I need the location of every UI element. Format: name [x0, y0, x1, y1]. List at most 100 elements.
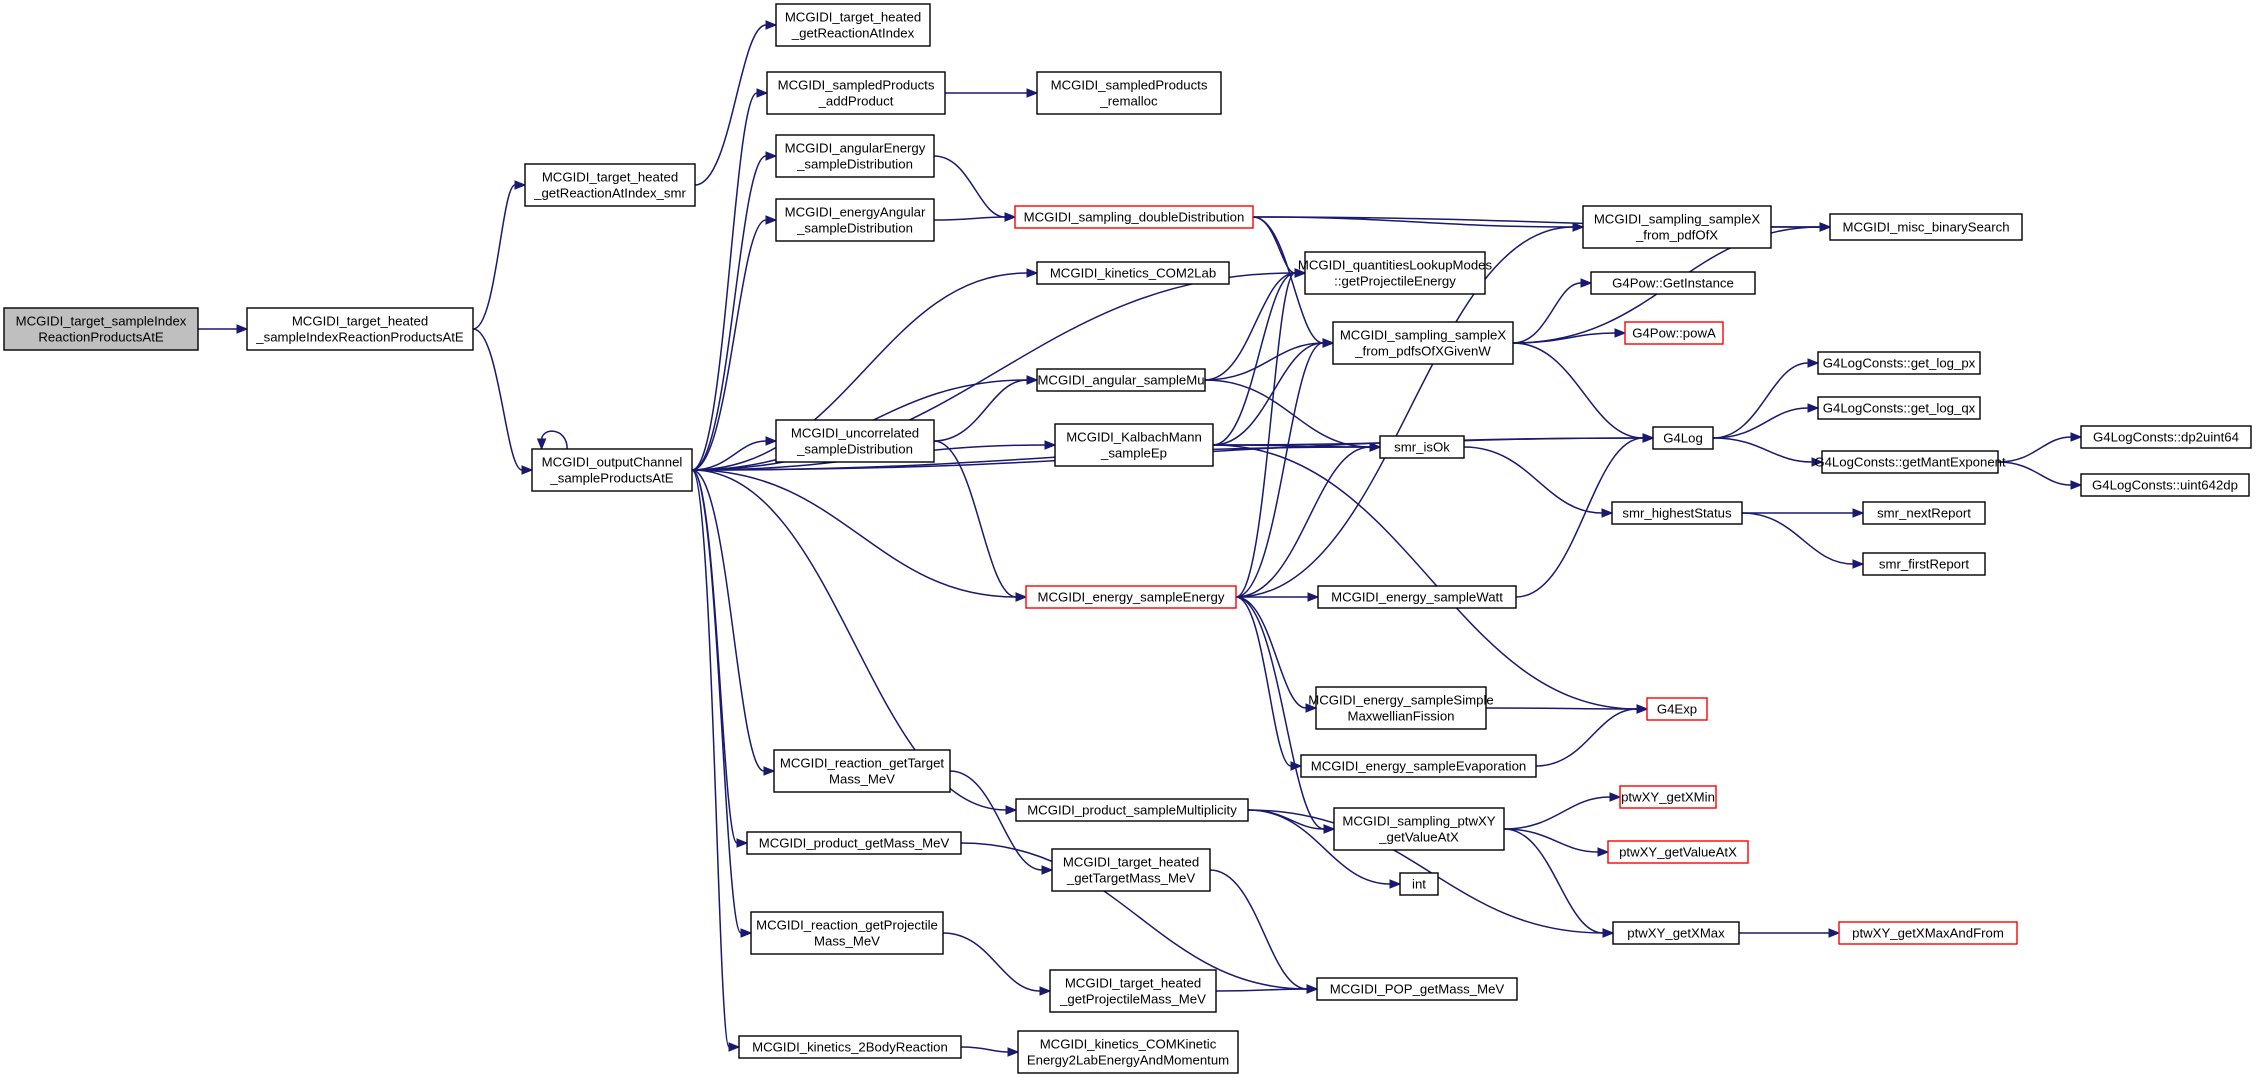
node-km[interactable]: MCGIDI_KalbachMann_sampleEp: [1054, 423, 1214, 467]
node-label-line: ptwXY_getXMaxAndFrom: [1852, 926, 2004, 941]
node-g4exp[interactable]: G4Exp: [1646, 697, 1708, 721]
node-oc[interactable]: MCGIDI_outputChannel_sampleProductsAtE: [531, 448, 693, 492]
node-sdd[interactable]: MCGIDI_sampling_doubleDistribution: [1014, 205, 1254, 229]
node-th-smr[interactable]: MCGIDI_target_heated_getReactionAtIndex_…: [524, 163, 696, 207]
node-label-line: MCGIDI_uncorrelated: [791, 426, 919, 441]
node-label-line: MCGIDI_product_sampleMultiplicity: [1027, 803, 1237, 818]
node-th-sample[interactable]: MCGIDI_target_heated_sampleIndexReaction…: [246, 307, 474, 351]
edge-xmax-to-xmaxf: [1739, 928, 1841, 938]
node-label-line: G4Log: [1663, 431, 1703, 446]
node-p-mass[interactable]: MCGIDI_product_getMass_MeV: [746, 831, 962, 855]
edge-smr-hs-to-smr-fr: [1741, 512, 1865, 569]
edge-oc-to-ea: [691, 215, 778, 471]
node-unc[interactable]: MCGIDI_uncorrelated_sampleDistribution: [775, 419, 935, 463]
node-label-line: _getTargetMass_MeV: [1066, 871, 1195, 886]
node-label-line: MCGIDI_quantitiesLookupModes: [1298, 258, 1493, 273]
node-label-line: _addProduct: [818, 94, 894, 109]
node-ae[interactable]: MCGIDI_angularEnergy_sampleDistribution: [775, 134, 935, 178]
node-ea[interactable]: MCGIDI_energyAngular_sampleDistribution: [775, 198, 935, 242]
node-en-evap[interactable]: MCGIDI_energy_sampleEvaporation: [1300, 754, 1537, 778]
node-root[interactable]: MCGIDI_target_sampleIndexReactionProduct…: [3, 307, 199, 351]
node-label-line: _getProjectileMass_MeV: [1059, 992, 1206, 1007]
node-label-line: MaxwellianFission: [1347, 709, 1454, 724]
node-g4pow-powa[interactable]: G4Pow::powA: [1624, 321, 1724, 345]
node-label-line: G4LogConsts::get_log_qx: [1823, 401, 1976, 416]
node-label-line: _from_pdfsOfXGivenW: [1354, 344, 1491, 359]
node-sp-add[interactable]: MCGIDI_sampledProducts_addProduct: [766, 71, 946, 115]
node-sp-realloc[interactable]: MCGIDI_sampledProducts_remalloc: [1036, 71, 1222, 115]
node-smr-hs[interactable]: smr_highestStatus: [1611, 501, 1743, 525]
node-r-tm[interactable]: MCGIDI_reaction_getTargetMass_MeV: [773, 749, 951, 793]
edge-smr-isok-to-smr-hs: [1463, 446, 1614, 518]
node-vax[interactable]: ptwXY_getValueAtX: [1607, 840, 1749, 864]
node-spxy[interactable]: MCGIDI_sampling_ptwXY_getValueAtX: [1333, 807, 1505, 851]
node-label-line: smr_firstReport: [1879, 557, 1969, 572]
node-th-tm[interactable]: MCGIDI_target_heated_getTargetMass_MeV: [1051, 848, 1211, 892]
node-en-smf[interactable]: MCGIDI_energy_sampleSimpleMaxwellianFiss…: [1308, 686, 1494, 730]
node-th-pm[interactable]: MCGIDI_target_heated_getProjectileMass_M…: [1049, 969, 1217, 1013]
node-smr-nr[interactable]: smr_nextReport: [1862, 501, 1986, 525]
node-qlm[interactable]: MCGIDI_quantitiesLookupModes::getProject…: [1298, 251, 1493, 295]
node-kcom[interactable]: MCGIDI_kinetics_COMKineticEnergy2LabEner…: [1017, 1030, 1239, 1074]
node-r-pm[interactable]: MCGIDI_reaction_getProjectileMass_MeV: [750, 911, 944, 955]
node-label-line: MCGIDI_target_heated: [1065, 976, 1201, 991]
node-label-line: G4Pow::powA: [1632, 326, 1716, 341]
node-g4lc-qx[interactable]: G4LogConsts::get_log_qx: [1817, 396, 1981, 420]
edge-g4lc-me-to-g4lc-ui: [1997, 461, 2083, 490]
edge-oc-to-r-pm: [691, 469, 753, 938]
edge-oc-to-p-mass: [691, 469, 749, 848]
node-label-line: G4Exp: [1657, 702, 1697, 717]
node-smr-fr[interactable]: smr_firstReport: [1862, 552, 1986, 576]
edge-en-se-to-en-watt: [1235, 592, 1320, 602]
node-en-se[interactable]: MCGIDI_energy_sampleEnergy: [1025, 585, 1237, 609]
edge-en-se-to-qlm: [1235, 268, 1307, 598]
edge-spxy-to-vax: [1503, 828, 1610, 857]
node-g4lc-dp[interactable]: G4LogConsts::dp2uint64: [2080, 425, 2252, 449]
node-com2lab[interactable]: MCGIDI_kinetics_COM2Lab: [1036, 261, 1230, 285]
node-label-line: _getValueAtX: [1378, 830, 1459, 845]
node-label-line: _sampleDistribution: [796, 442, 913, 457]
edge-g4lc-me-to-g4lc-dp: [1997, 432, 2083, 463]
edge-oc-to-en-se: [691, 469, 1028, 602]
node-label-line: MCGIDI_energy_sampleEvaporation: [1311, 759, 1527, 774]
node-label-line: MCGIDI_energy_sampleSimple: [1308, 693, 1493, 708]
node-g4lc-ui[interactable]: G4LogConsts::uint642dp: [2080, 473, 2250, 497]
node-en-watt[interactable]: MCGIDI_energy_sampleWatt: [1317, 585, 1517, 609]
node-xmaxf[interactable]: ptwXY_getXMaxAndFrom: [1838, 921, 2018, 945]
node-label-line: G4LogConsts::get_log_px: [1823, 356, 1976, 371]
edge-r-pm-to-th-pm: [942, 932, 1052, 996]
node-g4log[interactable]: G4Log: [1652, 426, 1714, 450]
node-xmin[interactable]: ptwXY_getXMin: [1619, 785, 1717, 809]
node-g4pow-gi[interactable]: G4Pow::GetInstance: [1590, 271, 1756, 295]
node-label-line: MCGIDI_outputChannel: [542, 455, 683, 470]
node-label-line: MCGIDI_POP_getMass_MeV: [1330, 982, 1505, 997]
node-ssxg[interactable]: MCGIDI_sampling_sampleX_from_pdfsOfXGive…: [1332, 321, 1514, 365]
node-pop[interactable]: MCGIDI_POP_getMass_MeV: [1316, 977, 1518, 1001]
edge-ssxg-to-g4pow-gi: [1512, 278, 1593, 344]
node-ssx[interactable]: MCGIDI_sampling_sampleX_from_pdfOfX: [1582, 205, 1772, 249]
node-bsearch[interactable]: MCGIDI_misc_binarySearch: [1829, 213, 2023, 241]
node-label-line: _sampleDistribution: [796, 157, 913, 172]
node-label-line: int: [1412, 877, 1426, 892]
node-g4lc-me[interactable]: G4LogConsts::getMantExponent: [1814, 450, 2006, 474]
edge-ssxg-to-g4pow-powa: [1512, 328, 1627, 344]
edge-oc-to-ae: [691, 151, 778, 471]
node-th-getR[interactable]: MCGIDI_target_heated_getReactionAtIndex: [775, 3, 931, 47]
node-label-line: MCGIDI_target_heated: [542, 170, 678, 185]
node-int[interactable]: int: [1399, 872, 1439, 896]
node-smr-isok[interactable]: smr_isOk: [1379, 435, 1465, 459]
edge-en-se-to-en-evap: [1235, 596, 1303, 771]
node-xmax[interactable]: ptwXY_getXMax: [1612, 921, 1740, 945]
node-label-line: smr_nextReport: [1877, 506, 1971, 521]
node-psm[interactable]: MCGIDI_product_sampleMultiplicity: [1015, 798, 1249, 822]
node-g4lc-px[interactable]: G4LogConsts::get_log_px: [1817, 351, 1981, 375]
edge-th-sample-to-th-smr: [472, 180, 527, 330]
node-label-line: Mass_MeV: [814, 934, 880, 949]
node-ang-mu[interactable]: MCGIDI_angular_sampleMu: [1036, 368, 1206, 392]
node-k2b[interactable]: MCGIDI_kinetics_2BodyReaction: [738, 1035, 962, 1059]
edge-km-to-g4exp: [1212, 444, 1649, 714]
node-label-line: G4LogConsts::uint642dp: [2092, 478, 2238, 493]
edge-th-tm-to-pop: [1209, 869, 1319, 994]
edge-en-se-to-en-smf: [1235, 596, 1318, 713]
node-label-line: ptwXY_getXMin: [1621, 790, 1715, 805]
